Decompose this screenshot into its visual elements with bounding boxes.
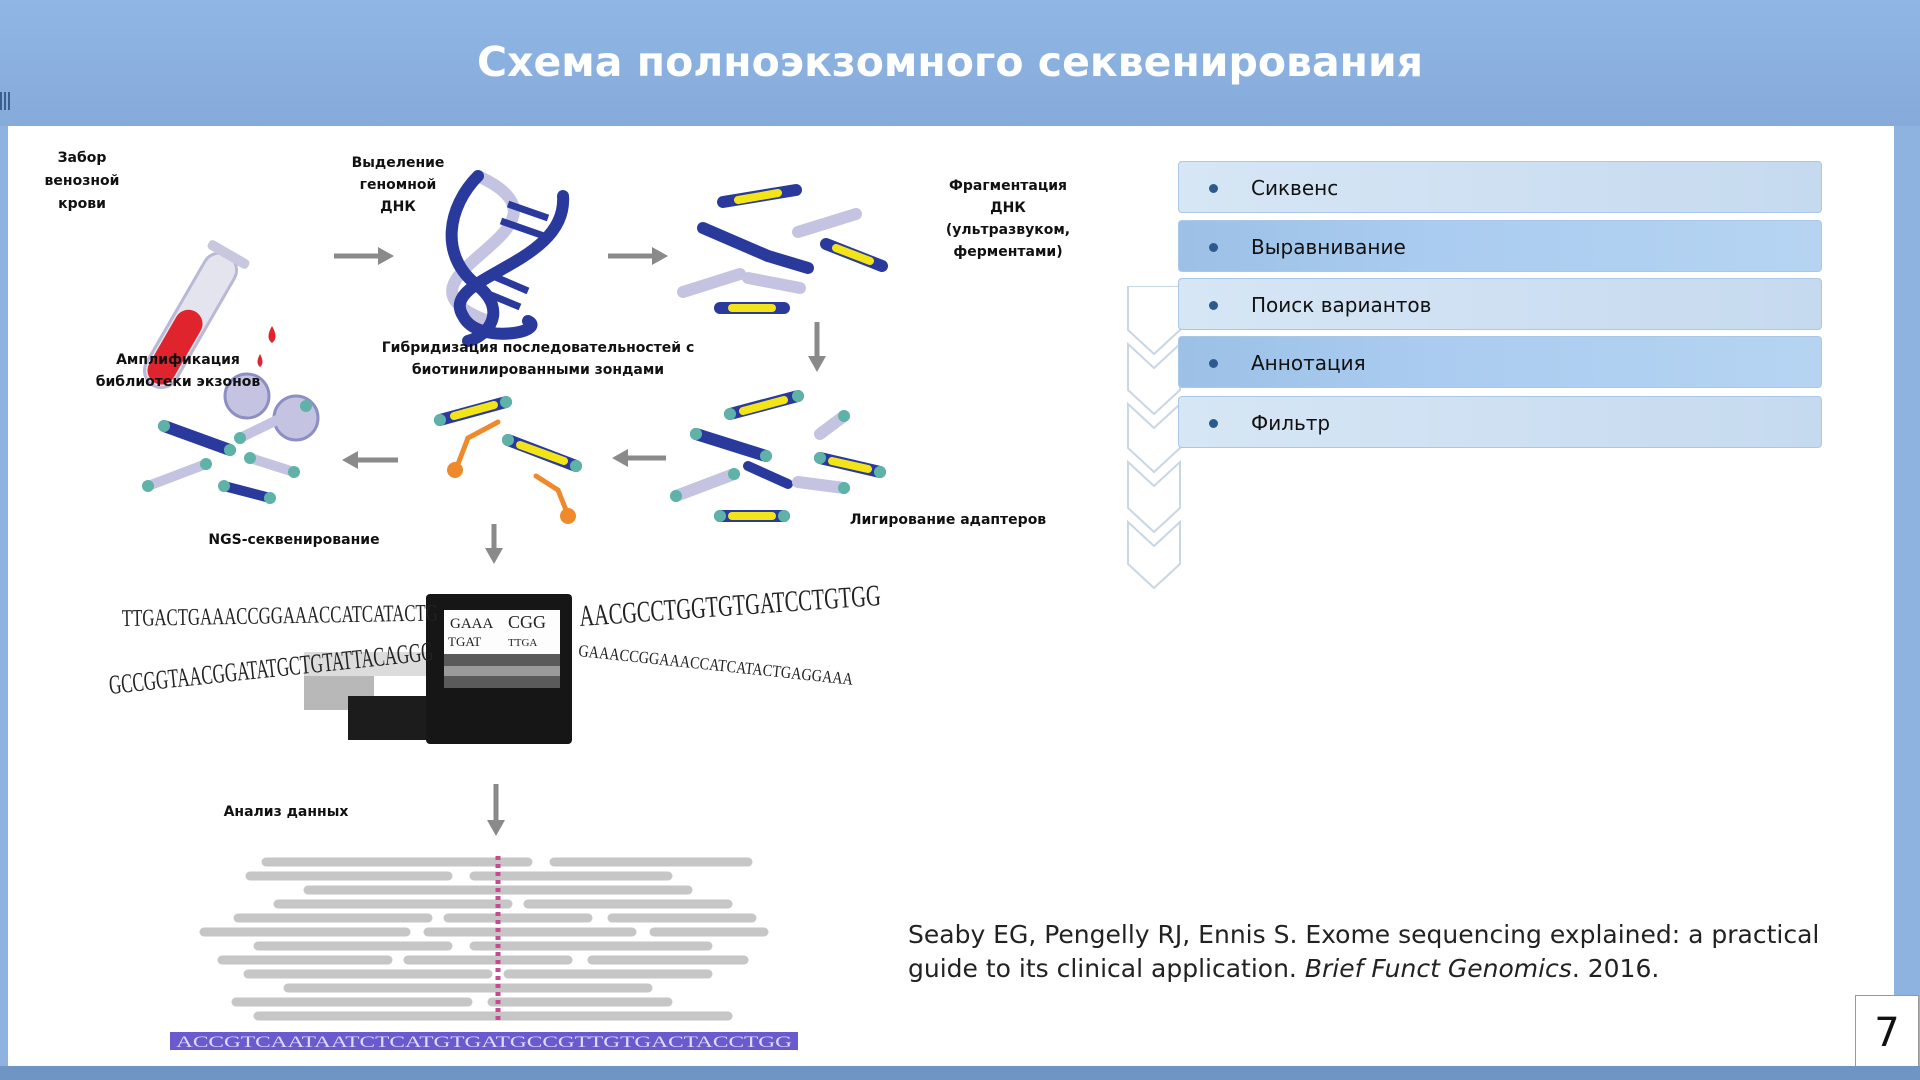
sequencer-icon: GAAA CGG TGAT TTGA xyxy=(304,594,572,744)
bullet-icon xyxy=(1209,243,1218,252)
step-chevrons xyxy=(1127,286,1181,590)
slide-canvas: Забор венозной крови Выделение геномной … xyxy=(8,126,1894,1066)
label-fragmentation-2: ДНК xyxy=(990,200,1026,216)
label-blood-1: Забор xyxy=(58,150,107,166)
arrow-icon xyxy=(334,247,394,265)
dna-fragments-icon xyxy=(677,184,888,314)
dna-helix-icon xyxy=(445,170,570,347)
header-bar: Схема полноэкзомного секвенирования xyxy=(0,0,1920,126)
step-item-annotation[interactable]: Аннотация xyxy=(1178,336,1822,388)
adapter-ligated-fragments-icon xyxy=(670,390,886,522)
sequence-left-bottom: GCCGGTAACGGATATGCTGTATTACAGGG xyxy=(107,636,434,700)
sequence-right-bottom: GAAACCGGAAACCATCATACTGAGGAAA xyxy=(578,641,855,689)
label-blood-3: крови xyxy=(58,196,106,212)
step-label: Сиквенс xyxy=(1251,176,1339,200)
arrow-icon xyxy=(612,449,666,467)
arrow-icon xyxy=(485,524,503,564)
sequence-right-top: AACGCCTGGTGTGATCCTGTGG xyxy=(578,579,882,633)
step-label: Поиск вариантов xyxy=(1251,293,1432,317)
arrow-icon xyxy=(487,784,505,836)
arrow-icon xyxy=(608,247,668,265)
sequence-left-top: TTGACTGAAACCGGAAACCATCATACTG xyxy=(122,600,438,632)
label-fragmentation-1: Фрагментация xyxy=(949,178,1067,194)
arrow-icon xyxy=(342,451,398,469)
label-analysis: Анализ данных xyxy=(224,804,349,820)
label-amplification-1: Амплификация xyxy=(116,352,240,368)
label-dna-1: Выделение xyxy=(352,155,445,171)
step-label: Аннотация xyxy=(1251,351,1366,375)
label-hybridization-1: Гибридизация последовательностей с xyxy=(382,340,695,356)
sequencer-window-3: TGAT xyxy=(448,634,481,649)
reference-sequence-bar xyxy=(170,1032,798,1050)
citation-authors: Seaby EG, Pengelly RJ, Ennis S. Exome se… xyxy=(908,920,1820,983)
wes-workflow-diagram: Забор венозной крови Выделение геномной … xyxy=(45,150,1071,1051)
label-dna-2: геномной xyxy=(360,177,437,193)
step-label: Фильтр xyxy=(1251,411,1331,435)
page-number-box: 7 xyxy=(1855,995,1919,1070)
bottom-bar xyxy=(0,1066,1920,1080)
label-fragmentation-3: (ультразвуком, xyxy=(946,222,1070,238)
slide-title: Схема полноэкзомного секвенирования xyxy=(476,38,1424,86)
reference-sequence: ACCGTCAATAATCTCATGTGATGCCGTTGTGACTACCTGG xyxy=(176,1034,793,1051)
page-number: 7 xyxy=(1874,1010,1900,1056)
citation-year: . 2016. xyxy=(1571,954,1660,983)
label-dna-3: ДНК xyxy=(380,199,416,215)
read-alignment-icon xyxy=(199,857,769,1021)
step-label: Выравнивание xyxy=(1251,235,1406,259)
step-item-filter[interactable]: Фильтр xyxy=(1178,396,1822,448)
label-ngs: NGS-секвенирование xyxy=(208,532,379,548)
sequencer-window-2: CGG xyxy=(508,612,546,632)
sequencer-window-4: TTGA xyxy=(508,637,537,649)
arrow-icon xyxy=(808,322,826,372)
step-item-alignment[interactable]: Выравнивание xyxy=(1178,220,1822,272)
citation: Seaby EG, Pengelly RJ, Ennis S. Exome se… xyxy=(908,918,1868,986)
step-item-sequence[interactable]: Сиквенс xyxy=(1178,161,1822,213)
amplified-library-icon xyxy=(142,400,312,504)
probe-hybridization-icon xyxy=(434,396,582,524)
slide-edge-handle[interactable] xyxy=(0,92,12,110)
sequencer-window-1: GAAA xyxy=(450,616,493,632)
label-ligation: Лигирование адаптеров xyxy=(850,512,1046,528)
bullet-icon xyxy=(1209,359,1218,368)
label-fragmentation-4: ферментами) xyxy=(953,244,1062,260)
label-hybridization-2: биотинилированными зондами xyxy=(412,362,664,378)
bullet-icon xyxy=(1209,419,1218,428)
citation-journal: Brief Funct Genomics xyxy=(1304,954,1572,983)
label-amplification-2: библиотеки экзонов xyxy=(96,374,261,390)
bullet-icon xyxy=(1209,184,1218,193)
bullet-icon xyxy=(1209,301,1218,310)
label-blood-2: венозной xyxy=(45,173,120,189)
step-item-variant-calling[interactable]: Поиск вариантов xyxy=(1178,278,1822,330)
